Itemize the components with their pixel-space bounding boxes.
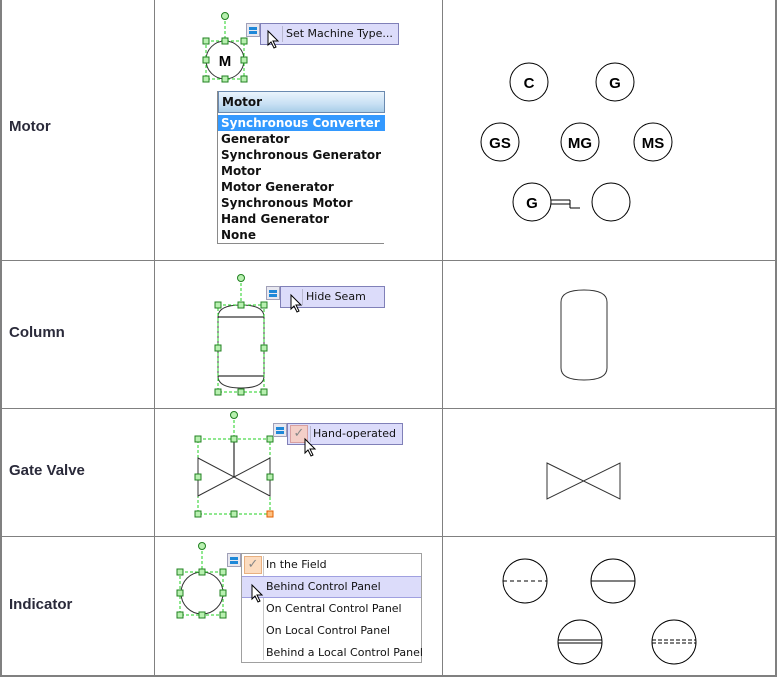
menu-item-on-central-control-panel[interactable]: On Central Control Panel xyxy=(266,602,402,615)
svg-text:G: G xyxy=(609,75,621,92)
rotation-handle[interactable] xyxy=(221,12,229,20)
dropdown-option[interactable]: Hand Generator xyxy=(221,212,330,226)
motor-letter: M xyxy=(219,53,232,70)
dropdown-option[interactable]: Generator xyxy=(221,132,290,146)
rotation-handle[interactable] xyxy=(198,542,206,550)
column-divider-1 xyxy=(154,0,155,677)
row-label-motor: Motor xyxy=(9,118,51,135)
hand-operated-check-icon[interactable]: ✓ xyxy=(290,425,308,443)
svg-text:GS: GS xyxy=(489,135,511,152)
hide-seam-action[interactable]: Hide Seam xyxy=(306,290,366,303)
svg-text:MS: MS xyxy=(642,135,665,152)
mouse-cursor-icon xyxy=(251,583,264,603)
checkmark-icon: ✓ xyxy=(244,556,262,574)
indicator-variants xyxy=(502,558,697,665)
rotation-handle[interactable] xyxy=(230,411,238,419)
smart-tag-button-indicator[interactable] xyxy=(227,553,241,567)
hand-operated-action[interactable]: Hand-operated xyxy=(313,427,396,440)
smart-tag-button-motor[interactable] xyxy=(246,23,260,37)
menu-item-in-the-field[interactable]: ✓ In the Field xyxy=(242,554,421,576)
smart-tag-button-column[interactable] xyxy=(266,286,280,300)
dropdown-option[interactable]: Motor xyxy=(221,164,262,178)
dropdown-option[interactable]: Synchronous Generator xyxy=(221,148,382,162)
table-border-bottom xyxy=(0,675,777,677)
gate-valve-variant xyxy=(546,462,621,500)
table-border-right xyxy=(775,0,777,677)
smart-tag-menu-motor[interactable]: Set Machine Type... xyxy=(260,23,399,45)
dropdown-option[interactable]: None xyxy=(221,228,256,242)
menu-item-behind-local-control-panel[interactable]: Behind a Local Control Panel xyxy=(266,646,423,659)
dropdown-option[interactable]: Motor Generator xyxy=(221,180,334,194)
mouse-cursor-icon xyxy=(267,29,280,49)
row-label-gate-valve: Gate Valve xyxy=(9,462,85,479)
menu-item-behind-control-panel[interactable]: Behind Control Panel xyxy=(242,576,421,598)
row-divider-1 xyxy=(0,260,777,261)
motor-variant-none xyxy=(591,182,631,222)
row-divider-3 xyxy=(0,536,777,537)
svg-text:MG: MG xyxy=(568,135,592,152)
row-divider-2 xyxy=(0,408,777,409)
row-label-column: Column xyxy=(9,324,65,341)
row-label-indicator: Indicator xyxy=(9,596,73,613)
svg-text:G: G xyxy=(526,195,538,212)
set-machine-type-action[interactable]: Set Machine Type... xyxy=(286,27,393,40)
mouse-cursor-icon xyxy=(304,437,317,457)
column-shape-selected[interactable] xyxy=(210,270,270,400)
rotation-handle[interactable] xyxy=(237,274,245,282)
smart-tag-menu-column[interactable]: Hide Seam xyxy=(280,286,385,308)
indicator-variant-behind-local-panel xyxy=(651,619,697,665)
dropdown-option[interactable]: Synchronous Converter xyxy=(218,115,385,131)
motor-variant-ms: MS xyxy=(633,122,673,162)
motor-variant-hand-generator: G xyxy=(512,182,580,222)
control-handle[interactable] xyxy=(266,510,274,518)
motor-variants: C G GS MG MS G xyxy=(480,62,673,222)
table-border-left xyxy=(0,0,2,677)
motor-variant-c: C xyxy=(509,62,549,102)
menu-item-on-local-control-panel[interactable]: On Local Control Panel xyxy=(266,624,391,637)
dropdown-option[interactable]: Synchronous Motor xyxy=(221,196,353,210)
selection-handles[interactable] xyxy=(214,301,268,396)
motor-variant-g: G xyxy=(595,62,635,102)
motor-variant-mg: MG xyxy=(560,122,600,162)
gate-valve-shape-selected[interactable] xyxy=(190,410,280,520)
indicator-variant-in-field xyxy=(502,558,548,604)
column-variant xyxy=(560,289,608,381)
svg-text:C: C xyxy=(524,75,535,92)
indicator-variant-behind-panel xyxy=(557,619,603,665)
column-divider-2 xyxy=(442,0,443,677)
machine-type-dropdown[interactable]: Motor Synchronous Converter Generator Sy… xyxy=(217,91,385,244)
indicator-variant-central-panel xyxy=(590,558,636,604)
motor-shape-svg: M xyxy=(202,12,248,83)
indicator-location-menu[interactable]: ✓ In the Field Behind Control Panel On C… xyxy=(241,553,423,663)
dropdown-selected-value[interactable]: Motor xyxy=(218,91,385,113)
selection-handles[interactable] xyxy=(194,435,274,518)
smart-tag-button-gate-valve[interactable] xyxy=(273,423,287,437)
selection-handles[interactable] xyxy=(202,37,248,83)
smart-tag-menu-gate-valve[interactable]: ✓ Hand-operated xyxy=(287,423,403,445)
selection-handles[interactable] xyxy=(176,568,227,619)
indicator-shape-selected[interactable] xyxy=(175,540,235,630)
motor-variant-gs: GS xyxy=(480,122,520,162)
mouse-cursor-icon xyxy=(290,293,303,313)
